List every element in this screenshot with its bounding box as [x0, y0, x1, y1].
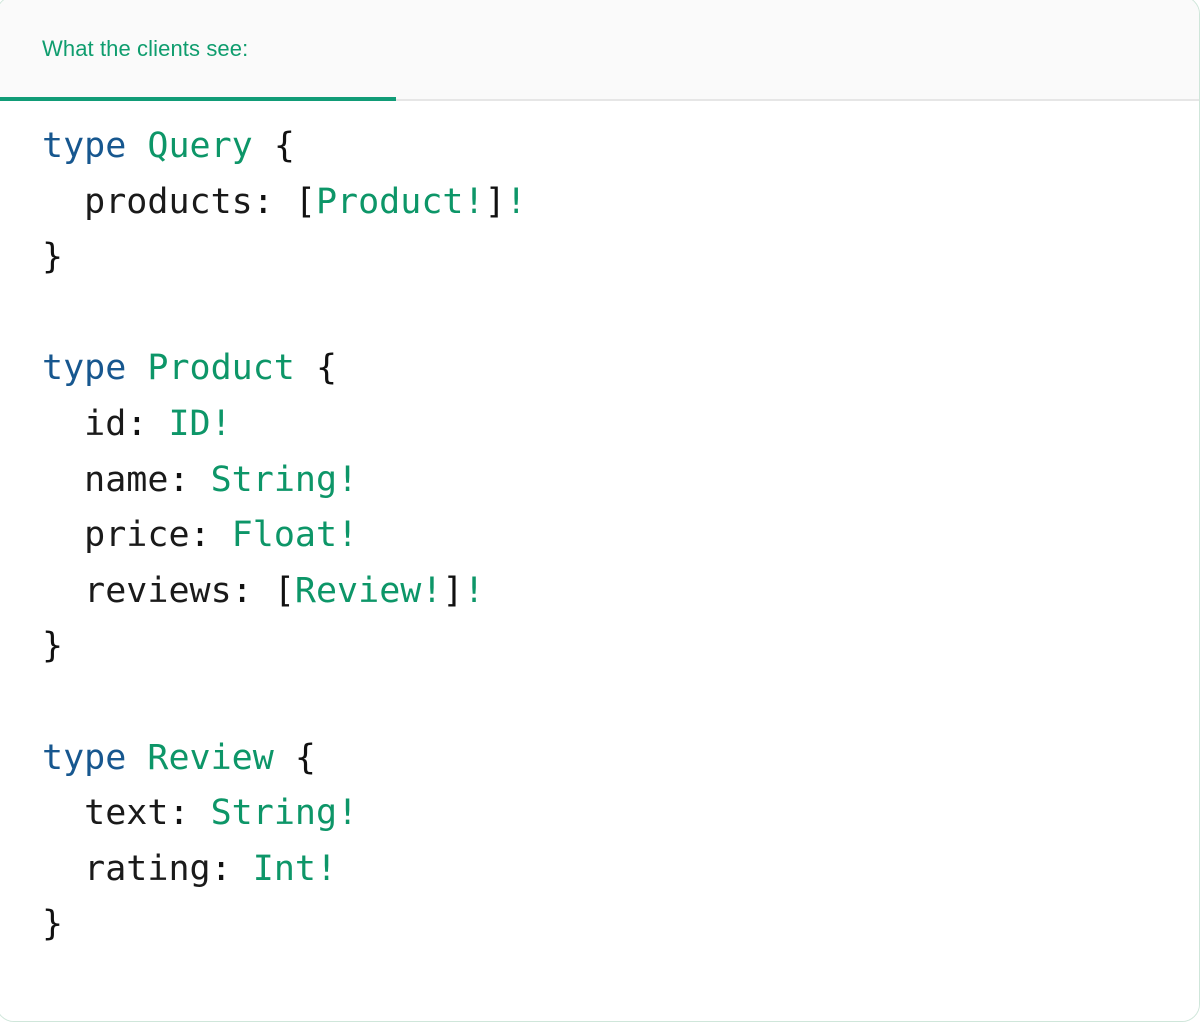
code-token-type: String [210, 793, 338, 834]
code-token-field: text [84, 793, 169, 834]
code-token-field: reviews [84, 570, 232, 611]
code-line: id: ID! [42, 397, 1199, 453]
code-token-plain [147, 404, 168, 444]
code-token-non_null: ! [337, 515, 359, 556]
code-token-non_null: ! [463, 181, 485, 222]
code-token-plain [42, 460, 84, 500]
code-token-field: rating [84, 848, 211, 889]
code-token-plain [42, 404, 84, 444]
code-token-punctuation: [ [294, 181, 316, 222]
code-token-type: Review [294, 570, 422, 611]
code-token-field: price [84, 515, 190, 556]
code-token-type: Int [252, 848, 316, 889]
code-token-punctuation: [ [273, 570, 295, 611]
code-line: type Query { [42, 119, 1199, 175]
code-line [42, 286, 1199, 342]
code-token-non_null: ! [337, 793, 359, 834]
code-line: } [42, 230, 1199, 286]
code-token-punctuation: : [210, 848, 232, 889]
code-panel: type Query { products: [Product!]!} type… [0, 101, 1199, 1021]
code-line: type Review { [42, 731, 1199, 787]
code-token-plain [42, 793, 84, 833]
code-token-plain [126, 348, 147, 388]
code-token-field: id [84, 403, 127, 444]
code-token-plain [274, 738, 295, 778]
code-token-plain [295, 348, 316, 388]
code-token-punctuation: { [294, 737, 316, 778]
code-token-plain [211, 515, 232, 555]
graphql-schema-code: type Query { products: [Product!]!} type… [0, 119, 1199, 953]
code-token-plain [126, 738, 147, 778]
code-token-type: Review [147, 737, 274, 778]
code-token-punctuation: } [42, 904, 64, 945]
code-token-plain [274, 182, 295, 222]
code-token-keyword: type [42, 126, 127, 166]
code-token-plain [42, 571, 84, 611]
code-token-punctuation: : [126, 403, 148, 444]
code-token-punctuation: } [42, 237, 64, 278]
code-token-punctuation: ] [442, 570, 464, 611]
code-token-plain [42, 182, 84, 222]
code-line: reviews: [Review!]! [42, 564, 1199, 620]
code-token-field: products [84, 181, 253, 222]
code-token-punctuation: : [189, 515, 211, 556]
code-token-punctuation: { [315, 348, 338, 389]
code-line: rating: Int! [42, 842, 1199, 898]
tab-what-the-clients-see[interactable]: What the clients see: [0, 0, 396, 101]
code-line: } [42, 897, 1199, 953]
code-line [42, 675, 1199, 731]
code-token-field: name [84, 459, 169, 500]
tab-bar: What the clients see: [0, 0, 1199, 101]
code-line: name: String! [42, 453, 1199, 509]
code-token-type: Query [147, 126, 253, 166]
code-token-type: ID [168, 403, 211, 444]
code-token-plain [253, 126, 274, 166]
code-line: } [42, 619, 1199, 675]
code-token-punctuation: : [252, 181, 274, 222]
code-token-plain [42, 849, 84, 889]
code-token-plain [126, 126, 147, 166]
code-token-non_null: ! [210, 403, 232, 444]
code-token-type: Product [315, 181, 464, 222]
code-token-non_null: ! [421, 570, 443, 611]
code-token-punctuation: : [231, 570, 253, 611]
code-line: type Product { [42, 341, 1199, 397]
code-token-punctuation: } [42, 626, 64, 667]
code-token-plain [190, 793, 211, 833]
code-token-plain [232, 849, 253, 889]
code-token-punctuation: : [168, 793, 190, 834]
code-token-non_null: ! [315, 848, 338, 889]
code-token-punctuation: { [273, 126, 295, 166]
code-token-type: Float [231, 515, 338, 556]
code-token-plain [190, 460, 211, 500]
code-token-punctuation: : [168, 459, 190, 500]
code-token-punctuation: ] [484, 181, 506, 222]
code-token-plain [42, 515, 84, 555]
code-line: products: [Product!]! [42, 175, 1199, 231]
code-token-plain [253, 571, 274, 611]
code-line: text: String! [42, 786, 1199, 842]
code-token-keyword: type [42, 348, 127, 389]
code-token-non_null: ! [505, 181, 527, 222]
code-token-non_null: ! [337, 459, 359, 500]
code-token-keyword: type [42, 737, 127, 778]
code-token-type: String [210, 459, 338, 500]
code-token-non_null: ! [463, 570, 485, 611]
tab-label: What the clients see: [42, 36, 249, 61]
code-line: price: Float! [42, 508, 1199, 564]
code-token-type: Product [147, 348, 295, 389]
